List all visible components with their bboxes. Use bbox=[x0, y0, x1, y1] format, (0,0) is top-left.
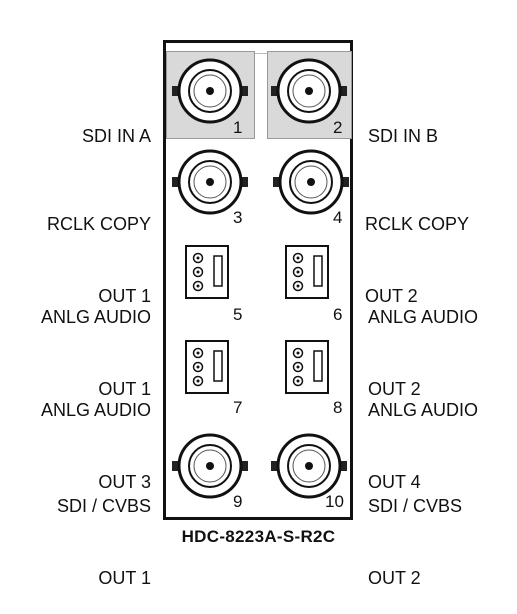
panel-top-strip bbox=[166, 43, 350, 54]
port-5-label-line1: ANLG AUDIO bbox=[40, 307, 151, 327]
port-8-label: ANLG AUDIO OUT 4 bbox=[368, 350, 478, 518]
bnc-connector-3-icon[interactable] bbox=[170, 149, 250, 215]
port-3-number: 3 bbox=[233, 208, 243, 227]
port-7-label-line1: ANLG AUDIO bbox=[40, 400, 151, 420]
bnc-connector-9-icon[interactable] bbox=[170, 433, 250, 499]
port-2-label-line1: SDI IN B bbox=[368, 126, 439, 146]
port-10-label-line2: OUT 2 bbox=[368, 568, 421, 588]
port-3-label: RCLK COPY OUT 1 bbox=[47, 164, 151, 332]
port-8-number: 8 bbox=[333, 398, 343, 417]
port-1-number: 1 bbox=[233, 118, 243, 137]
port-9-label-line1: SDI / CVBS bbox=[56, 496, 151, 516]
port-6-number: 6 bbox=[333, 305, 343, 324]
port-6-label-line2: OUT 2 bbox=[368, 379, 421, 399]
port-4-label-line1: RCLK COPY bbox=[365, 214, 470, 234]
port-1-label: SDI IN A bbox=[82, 76, 151, 172]
bnc-connector-4-icon[interactable] bbox=[271, 149, 351, 215]
terminal-block-6-icon[interactable] bbox=[284, 244, 332, 302]
port-7-label: ANLG AUDIO OUT 3 bbox=[41, 350, 151, 518]
bnc-connector-2-icon[interactable] bbox=[269, 58, 349, 124]
port-9-number: 9 bbox=[233, 492, 243, 511]
port-8-label-line1: ANLG AUDIO bbox=[368, 400, 479, 420]
port-10-label-line1: SDI / CVBS bbox=[368, 496, 463, 516]
port-5-label-line2: OUT 1 bbox=[98, 379, 151, 399]
terminal-block-5-icon[interactable] bbox=[184, 244, 232, 302]
port-4-label: RCLK COPY OUT 2 bbox=[365, 164, 469, 332]
model-label: HDC-8223A-S-R2C bbox=[181, 527, 336, 546]
port-9-label-line2: OUT 1 bbox=[98, 568, 151, 588]
port-1-label-line1: SDI IN A bbox=[81, 126, 151, 146]
bnc-connector-10-icon[interactable] bbox=[269, 433, 349, 499]
port-3-label-line2: OUT 1 bbox=[98, 286, 151, 306]
port-2-number: 2 bbox=[333, 118, 343, 137]
port-3-label-line1: RCLK COPY bbox=[46, 214, 151, 234]
port-4-label-line2: OUT 2 bbox=[365, 286, 418, 306]
port-6-label-line1: ANLG AUDIO bbox=[368, 307, 479, 327]
port-5-label: ANLG AUDIO OUT 1 bbox=[41, 257, 151, 425]
terminal-block-8-icon[interactable] bbox=[284, 339, 332, 397]
bnc-connector-1-icon[interactable] bbox=[170, 58, 250, 124]
port-6-label: ANLG AUDIO OUT 2 bbox=[368, 257, 478, 425]
port-10-number: 10 bbox=[325, 492, 344, 511]
port-8-label-line2: OUT 4 bbox=[368, 472, 421, 492]
terminal-block-7-icon[interactable] bbox=[184, 339, 232, 397]
port-4-number: 4 bbox=[333, 208, 343, 227]
port-5-number: 5 bbox=[233, 305, 243, 324]
port-2-label: SDI IN B bbox=[368, 76, 438, 172]
port-7-number: 7 bbox=[233, 398, 243, 417]
port-7-label-line2: OUT 3 bbox=[98, 472, 151, 492]
